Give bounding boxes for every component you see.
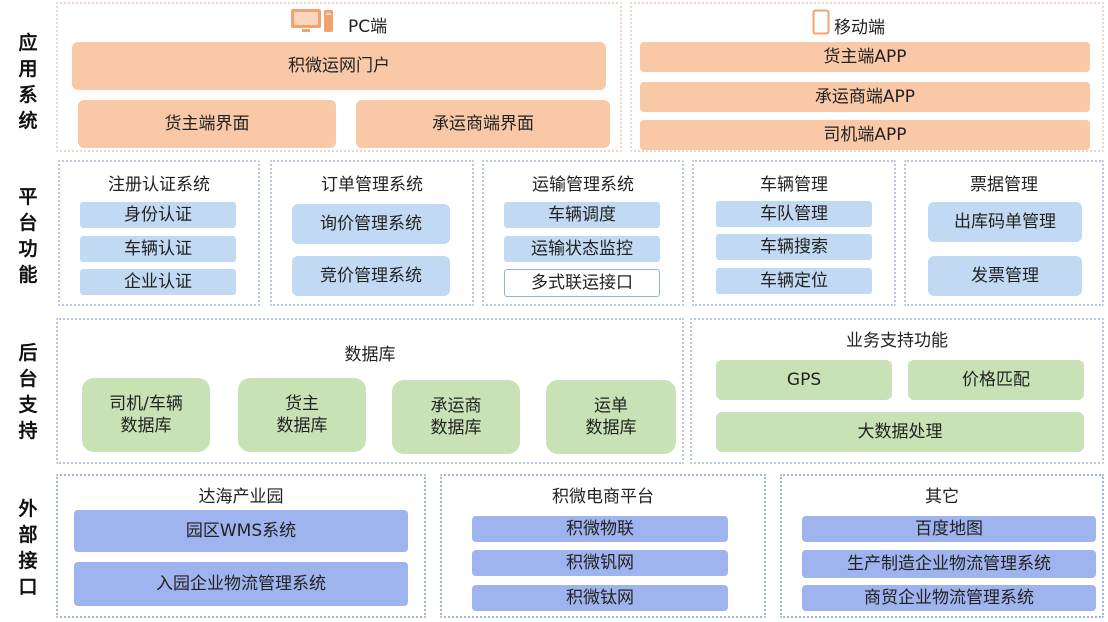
invoice-panel: 票据管理 出库码单管理 发票管理 [904,160,1104,306]
registration-panel: 注册认证系统 身份认证 车辆认证 企业认证 [58,160,260,306]
identity-auth-box: 身份认证 [80,202,236,228]
carrier-ui-box: 承运商端界面 [356,100,610,148]
vehicle-location-box: 车辆定位 [716,268,872,294]
status-monitor-box: 运输状态监控 [504,236,660,262]
mobile-title: 移动端 [834,18,885,38]
price-match-box: 价格匹配 [908,360,1084,400]
gps-box: GPS [716,360,892,400]
inquiry-box: 询价管理系统 [292,204,450,244]
portal-box: 积微运网门户 [72,42,606,90]
transport-title: 运输管理系统 [532,175,634,195]
other-title: 其它 [925,487,959,507]
wms-box: 园区WMS系统 [74,510,408,552]
jiwei-wulian-box: 积微物联 [472,516,728,542]
order-title: 订单管理系统 [321,175,423,195]
pc-title: PC端 [348,17,388,37]
database-title: 数据库 [344,345,396,365]
carrier-app-box: 承运商端APP [640,82,1090,112]
phone-icon [812,9,830,35]
waybill-db-box: 运单 数据库 [546,380,676,454]
layer-label-backend: 后 台 支 持 [18,342,38,442]
driver-app-box: 司机端APP [640,120,1090,150]
mobile-panel: 移动端 货主端APP 承运商端APP 司机端APP [630,2,1104,152]
big-data-box: 大数据处理 [716,412,1084,452]
vehicle-search-box: 车辆搜索 [716,234,872,260]
dahai-title: 达海产业园 [198,487,284,507]
bidding-box: 竞价管理系统 [292,256,450,296]
database-panel: 数据库 司机/车辆 数据库 货主 数据库 承运商 数据库 运单 数据库 [56,318,684,464]
computer-icon [291,9,333,32]
layer-label-external: 外 部 接 口 [18,498,38,598]
layer-label-platform: 平 台 功 能 [18,186,38,286]
manufacturing-logistics-box: 生产制造企业物流管理系统 [802,550,1096,578]
jiwei-fanwang-box: 积微钒网 [472,550,728,576]
driver-db-box: 司机/车辆 数据库 [82,378,210,452]
carrier-db-box: 承运商 数据库 [392,380,520,454]
multimodal-interface-box: 多式联运接口 [504,269,660,297]
vehicle-title: 车辆管理 [760,175,828,195]
enterprise-auth-box: 企业认证 [80,269,236,295]
order-panel: 订单管理系统 询价管理系统 竞价管理系统 [270,160,474,306]
layer-label-application: 应 用 系 统 [18,32,38,132]
shipper-app-box: 货主端APP [640,42,1090,72]
business-support-title: 业务支持功能 [846,331,948,351]
dispatch-box: 车辆调度 [504,202,660,228]
trade-logistics-box: 商贸企业物流管理系统 [802,585,1096,611]
pc-panel: PC端 积微运网门户 货主端界面 承运商端界面 [56,2,622,152]
vehicle-auth-box: 车辆认证 [80,236,236,262]
registration-title: 注册认证系统 [108,175,210,195]
park-logistics-box: 入园企业物流管理系统 [74,562,408,606]
invoice-title: 票据管理 [970,175,1038,195]
fleet-box: 车队管理 [716,201,872,227]
shipper-db-box: 货主 数据库 [238,378,366,452]
vehicle-panel: 车辆管理 车队管理 车辆搜索 车辆定位 [692,160,896,306]
invoice-mgmt-box: 发票管理 [928,256,1082,296]
dahai-panel: 达海产业园 园区WMS系统 入园企业物流管理系统 [56,474,426,618]
outbound-note-box: 出库码单管理 [928,202,1082,242]
other-panel: 其它 百度地图 生产制造企业物流管理系统 商贸企业物流管理系统 [780,474,1104,618]
jiwei-title: 积微电商平台 [552,487,654,507]
shipper-ui-box: 货主端界面 [78,100,336,148]
jiwei-panel: 积微电商平台 积微物联 积微钒网 积微钛网 [440,474,766,618]
baidu-map-box: 百度地图 [802,516,1096,542]
business-support-panel: 业务支持功能 GPS 价格匹配 大数据处理 [690,318,1104,464]
jiwei-taiwang-box: 积微钛网 [472,585,728,611]
transport-panel: 运输管理系统 车辆调度 运输状态监控 多式联运接口 [482,160,684,306]
